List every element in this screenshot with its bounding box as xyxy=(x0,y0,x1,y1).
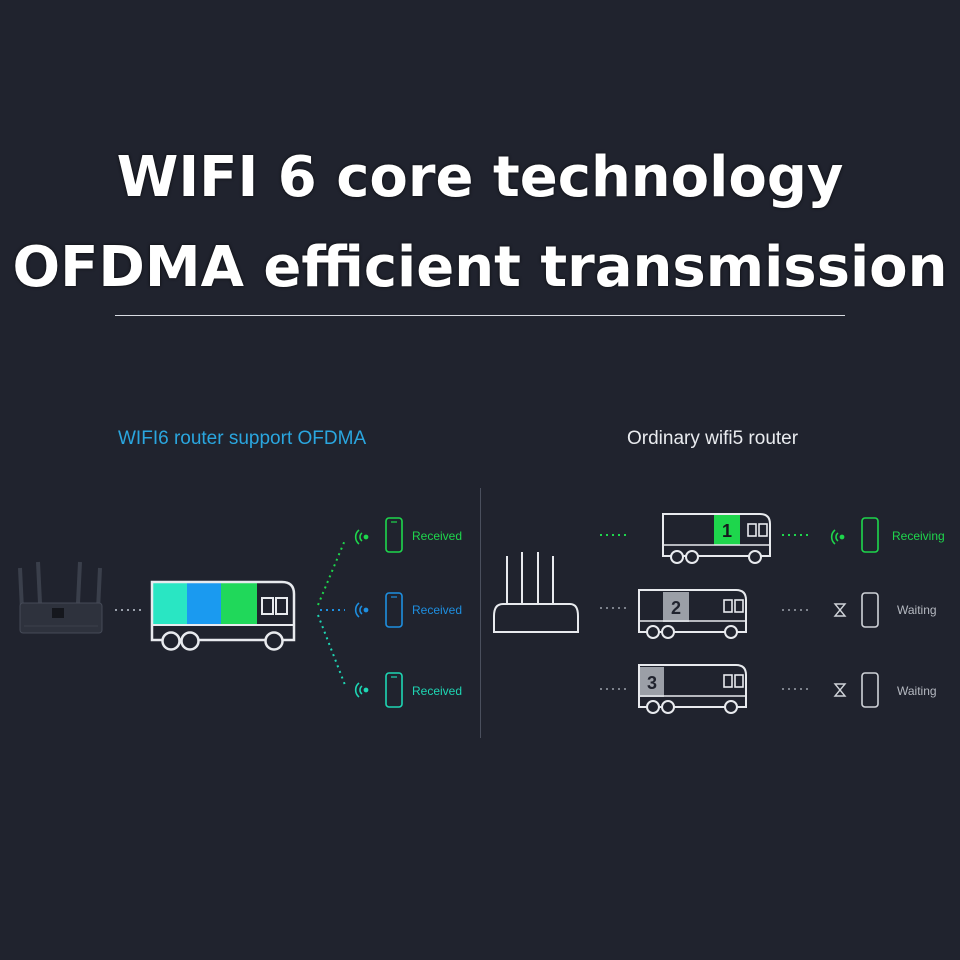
device-status-label: Received xyxy=(412,529,462,543)
wifi6-device-3: Received xyxy=(354,672,462,708)
wifi6-section-title: WIFI6 router support OFDMA xyxy=(118,428,367,449)
wifi-signal-icon xyxy=(354,529,369,545)
wifi5-section-title: Ordinary wifi5 router xyxy=(627,428,799,449)
truck-number: 3 xyxy=(647,673,657,693)
phone-icon xyxy=(861,672,879,708)
hourglass-icon xyxy=(833,683,847,697)
wifi5-truck-2: 2 xyxy=(638,589,747,639)
device-status-label: Received xyxy=(412,603,462,617)
truck-number: 1 xyxy=(722,521,732,541)
wifi6-fanout-lines xyxy=(317,539,346,686)
wifi6-device-2: Received xyxy=(354,592,462,628)
wifi6-truck-icon xyxy=(150,580,296,651)
section-divider xyxy=(480,488,481,738)
wifi5-truck-3: 3 xyxy=(638,664,747,714)
wifi-signal-icon xyxy=(354,602,369,618)
device-status-label: Waiting xyxy=(897,603,937,617)
wifi5-router-icon xyxy=(493,552,579,633)
truck-number: 2 xyxy=(671,598,681,618)
heading-line-1: WIFI 6 core technology xyxy=(116,145,844,210)
wifi6-device-1: Received xyxy=(354,517,462,553)
cargo-block-1 xyxy=(153,583,187,625)
device-status-label: Receiving xyxy=(892,529,945,543)
wifi5-truck-1: 1 xyxy=(662,513,771,564)
cargo-block-2 xyxy=(187,583,221,625)
phone-icon xyxy=(385,592,403,628)
wifi6-router-icon xyxy=(18,561,103,634)
phone-icon xyxy=(861,517,879,553)
cargo-block-3 xyxy=(221,583,257,625)
heading-underline xyxy=(115,315,845,316)
wifi-signal-icon xyxy=(830,529,845,545)
device-status-label: Received xyxy=(412,684,462,698)
device-status-label: Waiting xyxy=(897,684,937,698)
phone-icon xyxy=(385,672,403,708)
phone-icon xyxy=(385,517,403,553)
phone-icon xyxy=(861,592,879,628)
heading-line-2: OFDMA efficient transmission xyxy=(12,235,948,300)
wifi-signal-icon xyxy=(354,682,369,698)
hourglass-icon xyxy=(833,603,847,617)
